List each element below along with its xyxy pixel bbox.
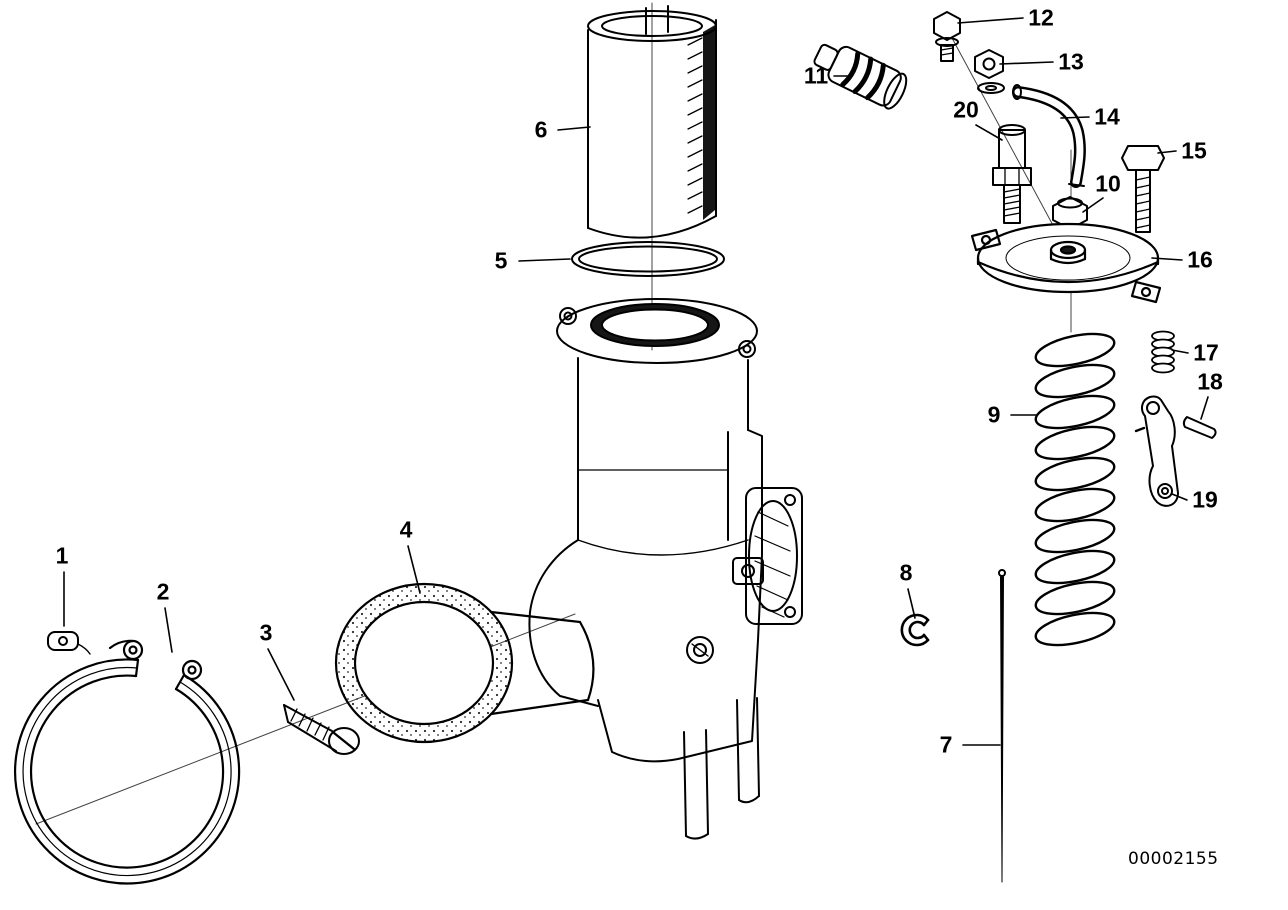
part-callout-7: 7 — [939, 731, 953, 758]
part-8-clip — [900, 613, 930, 647]
part-callout-15: 15 — [1181, 137, 1207, 164]
part-14-bent-tube — [1012, 84, 1086, 188]
part-15-bolt — [1121, 145, 1165, 233]
part-2-clamp-ring — [14, 639, 241, 885]
part-6-slide-tube — [587, 5, 717, 239]
part-callout-3: 3 — [259, 619, 273, 646]
part-18-pin — [1182, 416, 1217, 439]
part-callout-11: 11 — [803, 62, 829, 89]
drawing-number: 00002155 — [1128, 849, 1219, 869]
part-callout-13: 13 — [1058, 48, 1084, 75]
part-11-cable-boot — [813, 43, 908, 110]
part-callout-4: 4 — [399, 516, 413, 543]
part-13-nut-washer — [974, 49, 1005, 94]
carburetor-body — [528, 298, 803, 840]
part-callout-6: 6 — [534, 116, 548, 143]
part-7-needle — [998, 569, 1006, 883]
part-callout-16: 16 — [1187, 246, 1213, 273]
part-3-clamp-screw — [283, 704, 360, 755]
part-4-intake-sleeve — [334, 582, 595, 744]
part-callout-18: 18 — [1197, 368, 1223, 395]
part-callout-5: 5 — [494, 247, 508, 274]
part-20-adjuster — [992, 124, 1032, 224]
part-callout-17: 17 — [1193, 339, 1219, 366]
part-17-small-spring — [1151, 330, 1175, 374]
part-1-clamp-hook — [47, 631, 91, 655]
part-16-top-cover — [970, 222, 1162, 304]
part-callout-14: 14 — [1094, 103, 1120, 130]
part-19-lever — [1134, 395, 1179, 507]
part-12-screw — [933, 11, 961, 62]
part-callout-20: 20 — [953, 96, 979, 123]
part-callout-12: 12 — [1028, 4, 1054, 31]
part-callout-19: 19 — [1192, 486, 1218, 513]
part-9-spring — [1034, 332, 1116, 647]
part-callout-10: 10 — [1095, 170, 1121, 197]
part-callout-2: 2 — [156, 578, 170, 605]
part-callout-8: 8 — [899, 559, 913, 586]
part-10-nut — [1052, 196, 1088, 230]
part-5-ring — [571, 241, 725, 277]
part-callout-1: 1 — [55, 542, 69, 569]
leader-lines — [63, 17, 1209, 746]
part-callout-9: 9 — [987, 401, 1001, 428]
